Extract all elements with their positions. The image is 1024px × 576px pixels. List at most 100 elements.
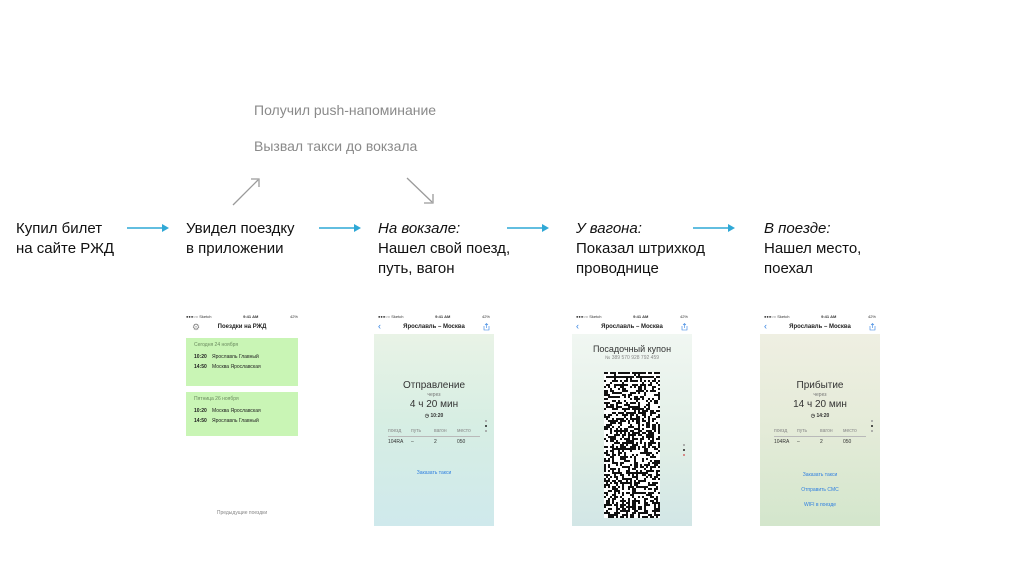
trip-card[interactable]: Пятница 26 ноября 10:20 Москва Ярославск… [186, 392, 298, 436]
stage-line: в приложении [186, 240, 284, 257]
table-header: вагон [434, 428, 457, 437]
back-chevron-icon[interactable]: ‹ [576, 321, 579, 331]
table-cell: 050 [843, 439, 852, 445]
phone-trips-screen: ●●●○○ Sketch 9:41 AM 42% ⚙ Поездки на РЖ… [182, 312, 302, 526]
table-header: поезд [774, 428, 797, 437]
page-dot-active [485, 425, 487, 427]
clock-icon: ◷ [810, 413, 816, 419]
phone-departure-screen: ●●●○○ Sketch 9:41 AM 42% ‹ Ярославль – М… [374, 312, 494, 526]
trip-station: Москва Ярославская [212, 408, 261, 414]
battery-label: 42% [867, 313, 876, 319]
battery-label: 42% [289, 313, 298, 319]
in-label: через [813, 392, 827, 398]
stage-line: Купил билет [16, 220, 103, 237]
table-cell: 2 [434, 439, 437, 445]
status-time: 9:41 AM [435, 313, 451, 319]
trip-date: Пятница 26 ноября [194, 396, 239, 402]
trip-station: Ярославль Главный [212, 418, 259, 424]
departure-heading: Отправление [402, 380, 466, 391]
stage-heading: В поезде: [764, 220, 831, 237]
status-bar: ●●●○○ Sketch 9:41 AM 42% [760, 312, 880, 320]
stage-at-station: На вокзале: Нашел свой поезд, путь, ваго… [378, 219, 510, 279]
flow-arrow-icon [319, 224, 361, 232]
time-to-departure: 4 ч 20 мин [409, 399, 459, 410]
carrier-label: ●●●○○ Sketch [764, 313, 790, 319]
back-chevron-icon[interactable]: ‹ [764, 321, 767, 331]
table-cell: – [411, 439, 414, 445]
barcode-image [604, 372, 660, 518]
share-icon[interactable] [483, 323, 490, 331]
in-label: через [427, 392, 441, 398]
trip-card[interactable]: Сегодня 24 ноября 10:20 Ярославль Главны… [186, 338, 298, 386]
order-taxi-button[interactable]: Заказать такси [416, 470, 452, 476]
departure-time: ◷ 10:20 [374, 413, 494, 419]
trip-time: 14:50 [194, 418, 207, 424]
gear-icon[interactable]: ⚙ [192, 322, 201, 332]
share-icon[interactable] [681, 323, 688, 331]
boarding-pass-title: Посадочный купон [592, 344, 672, 354]
page-dot [485, 420, 487, 422]
share-icon[interactable] [869, 323, 876, 331]
time-to-arrival: 14 ч 20 мин [793, 399, 847, 410]
trip-time: 14:50 [194, 364, 207, 370]
back-chevron-icon[interactable]: ‹ [378, 321, 381, 331]
ticket-body: Прибытие через 14 ч 20 мин ◷ 14:20 поезд… [760, 334, 880, 526]
nav-bar: ‹ Ярославль – Москва [374, 320, 494, 334]
status-bar: ●●●○○ Sketch 9:41 AM 42% [572, 312, 692, 320]
note-push-reminder: Получил push-напоминание [254, 102, 437, 118]
battery-label: 42% [679, 313, 688, 319]
stage-line: проводнице [576, 260, 659, 277]
send-sms-button[interactable]: Отправить СМС [801, 487, 839, 493]
route-title: Ярославль – Москва [601, 324, 663, 330]
stage-line: Нашел место, [764, 240, 862, 257]
phone-boarding-pass-screen: ●●●○○ Sketch 9:41 AM 42% ‹ Ярославль – М… [572, 312, 692, 526]
note-taxi-call: Вызвал такси до вокзала [254, 138, 418, 154]
flow-arrow-icon [693, 224, 735, 232]
nav-bar: ⚙ Поездки на РЖД [182, 320, 302, 334]
table-header: место [843, 428, 866, 437]
table-cell: 050 [457, 439, 466, 445]
page-dot-active [683, 449, 685, 451]
table-cell: 104RA [774, 439, 790, 445]
table-header: место [457, 428, 480, 437]
table-header: путь [797, 428, 820, 437]
flow-arrow-icon [507, 224, 549, 232]
stage-line: Нашел свой поезд, [378, 240, 511, 257]
page-indicator [485, 420, 487, 432]
trip-row: 14:50 Ярославль Главный [194, 416, 290, 426]
previous-trips-link[interactable]: Предыдущие поездки [216, 510, 268, 516]
status-bar: ●●●○○ Sketch 9:41 AM 42% [182, 312, 302, 320]
arrow-up-right-icon [232, 178, 260, 206]
page-indicator [683, 444, 685, 456]
carrier-label: ●●●○○ Sketch [576, 313, 602, 319]
train-wifi-button[interactable]: WIFI в поезде [803, 502, 837, 508]
departure-clock: 10:20 [430, 413, 444, 419]
page-dot [871, 420, 873, 422]
page-dot [683, 444, 685, 446]
table-header: поезд [388, 428, 411, 437]
page-dot [683, 454, 685, 456]
table-cell: – [797, 439, 800, 445]
arrival-clock: 14:20 [816, 413, 830, 419]
status-time: 9:41 AM [821, 313, 837, 319]
table-cell: 2 [820, 439, 823, 445]
stage-saw-trip: Увидел поездку в приложении [186, 219, 295, 259]
page-dot-active [871, 425, 873, 427]
flow-arrow-icon [127, 224, 169, 232]
stage-heading: У вагона: [576, 220, 642, 237]
table-header: путь [411, 428, 434, 437]
status-time: 9:41 AM [243, 313, 259, 319]
arrival-time: ◷ 14:20 [760, 413, 880, 419]
stage-line: на сайте РЖД [16, 240, 115, 257]
ticket-body: Отправление через 4 ч 20 мин ◷ 10:20 пое… [374, 334, 494, 526]
battery-label: 42% [481, 313, 490, 319]
order-taxi-button[interactable]: Заказать такси [802, 472, 838, 478]
carrier-label: ●●●○○ Sketch [378, 313, 404, 319]
arrow-down-right-icon [406, 177, 434, 204]
phone-arrival-screen: ●●●○○ Sketch 9:41 AM 42% ‹ Ярославль – М… [760, 312, 880, 526]
trip-station: Ярославль Главный [212, 354, 259, 360]
stage-line: Показал штрихкод [576, 240, 705, 257]
train-info-table: поезд путь вагон место 104RA – 2 050 [388, 428, 480, 445]
table-header: вагон [820, 428, 843, 437]
arrival-heading: Прибытие [796, 380, 844, 391]
